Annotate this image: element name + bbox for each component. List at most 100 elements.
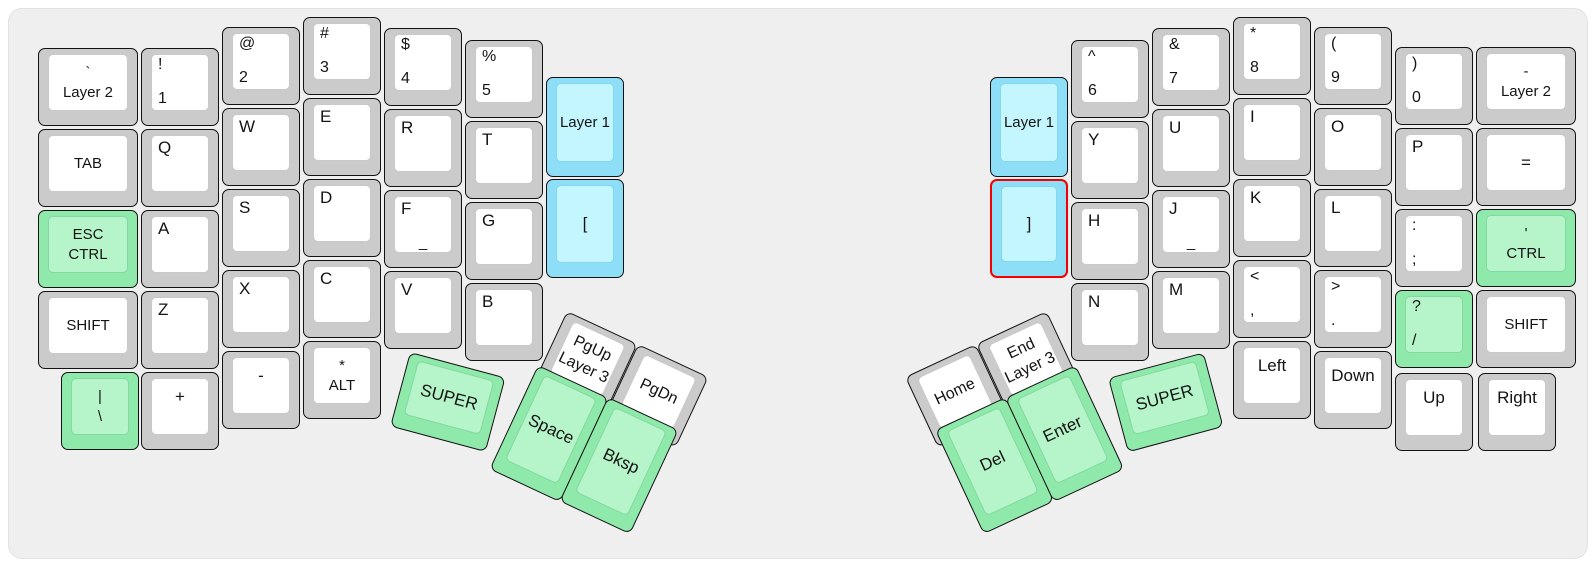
key-b[interactable]: B	[465, 283, 543, 361]
key-r[interactable]: R	[384, 109, 462, 187]
key-c-cap: C	[313, 266, 371, 323]
key-v-label-0: V	[401, 280, 413, 299]
key-4-label-1: 4	[401, 70, 410, 88]
key-i-cap: I	[1243, 104, 1301, 161]
key-5[interactable]: %5	[465, 40, 543, 118]
key-super-left[interactable]: SUPER	[390, 352, 506, 452]
key-f[interactable]: F_	[384, 190, 462, 268]
key-v[interactable]: V	[384, 271, 462, 349]
key-m-label-0: M	[1169, 280, 1184, 299]
key-tab-label-0: TAB	[73, 155, 103, 172]
key-pipe-backslash[interactable]: |\	[61, 372, 139, 450]
key-e[interactable]: E	[303, 98, 381, 176]
key-9-cap: (9	[1324, 33, 1382, 90]
key-plus[interactable]: +	[141, 372, 219, 450]
key-esc-ctrl-label-1: CTRL	[68, 245, 108, 263]
key-shift-left[interactable]: SHIFT	[38, 291, 138, 369]
key-z[interactable]: Z	[141, 291, 219, 369]
key-arrow-right[interactable]: Right	[1478, 373, 1556, 451]
key-space-label-0: Space	[525, 410, 578, 448]
key-o[interactable]: O	[1314, 108, 1392, 186]
key-5-label-1: 5	[482, 82, 491, 100]
key-g-label-0: G	[482, 211, 496, 230]
key-j[interactable]: J_	[1152, 190, 1230, 268]
key-6-label-1: 6	[1088, 82, 1097, 100]
key-2-label-1: 2	[239, 69, 248, 87]
key-7-label-1: 7	[1169, 70, 1178, 88]
key-m[interactable]: M	[1152, 271, 1230, 349]
key-arrow-down[interactable]: Down	[1314, 351, 1392, 429]
key-v-cap: V	[394, 277, 452, 334]
key-layer1-left-label-0: Layer 1	[559, 114, 611, 131]
key-super-right[interactable]: SUPER	[1108, 352, 1224, 453]
key-7-label-0: &	[1169, 36, 1180, 53]
key-h[interactable]: H	[1071, 202, 1149, 280]
key-left-bracket[interactable]: [	[546, 179, 624, 278]
key-minus-layer2[interactable]: -Layer 2	[1476, 47, 1576, 125]
key-grave-layer2-label-0: `	[85, 64, 91, 81]
key-arrow-left[interactable]: Left	[1233, 341, 1311, 419]
key-w[interactable]: W	[222, 108, 300, 186]
key-3-cap: #3	[313, 23, 371, 80]
key-1[interactable]: !1	[141, 48, 219, 126]
key-equals[interactable]: =	[1476, 128, 1576, 206]
key-2-cap: @2	[232, 33, 290, 90]
key-x[interactable]: X	[222, 270, 300, 348]
key-layer1-left[interactable]: Layer 1	[546, 77, 624, 177]
key-right-bracket[interactable]: ]	[990, 179, 1068, 278]
key-quote-ctrl[interactable]: 'CTRL	[1476, 209, 1576, 287]
key-grave-layer2-cap: `Layer 2	[48, 54, 128, 111]
key-7-cap: &7	[1162, 34, 1220, 91]
key-left-bracket-label-0: [	[582, 214, 588, 233]
key-minus[interactable]: -	[222, 351, 300, 429]
key-y[interactable]: Y	[1071, 121, 1149, 199]
key-enter-label-0: Enter	[1040, 411, 1085, 447]
key-k[interactable]: K	[1233, 179, 1311, 257]
key-plus-cap: +	[151, 378, 209, 435]
key-arrow-down-cap: Down	[1324, 357, 1382, 414]
key-arrow-up[interactable]: Up	[1395, 373, 1473, 451]
key-period[interactable]: >.	[1314, 270, 1392, 348]
key-a-label-0: A	[158, 219, 170, 238]
key-g[interactable]: G	[465, 202, 543, 280]
key-l[interactable]: L	[1314, 189, 1392, 267]
key-s[interactable]: S	[222, 189, 300, 267]
key-q[interactable]: Q	[141, 129, 219, 207]
key-e-cap: E	[313, 104, 371, 161]
key-i[interactable]: I	[1233, 98, 1311, 176]
key-7[interactable]: &7	[1152, 28, 1230, 106]
key-period-label-1: .	[1331, 312, 1336, 330]
key-6[interactable]: ^6	[1071, 40, 1149, 118]
key-d[interactable]: D	[303, 179, 381, 257]
key-arrow-left-label-0: Left	[1257, 356, 1287, 375]
key-shift-right[interactable]: SHIFT	[1476, 290, 1576, 368]
key-u[interactable]: U	[1152, 109, 1230, 187]
key-arrow-down-label-0: Down	[1331, 366, 1375, 385]
key-8-label-0: *	[1250, 25, 1257, 42]
key-minus-layer2-label-0: -	[1523, 63, 1529, 80]
key-a[interactable]: A	[141, 210, 219, 288]
key-slash[interactable]: ?/	[1395, 290, 1473, 368]
key-x-label-0: X	[239, 279, 251, 298]
key-grave-layer2[interactable]: `Layer 2	[38, 48, 138, 126]
key-layer1-right[interactable]: Layer 1	[990, 77, 1068, 177]
key-0[interactable]: )0	[1395, 47, 1473, 125]
key-tab[interactable]: TAB	[38, 129, 138, 207]
key-t[interactable]: T	[465, 121, 543, 199]
key-n[interactable]: N	[1071, 283, 1149, 361]
key-star-alt[interactable]: *ALT	[303, 341, 381, 419]
key-3[interactable]: #3	[303, 17, 381, 95]
key-9[interactable]: (9	[1314, 27, 1392, 105]
key-c[interactable]: C	[303, 260, 381, 338]
key-comma[interactable]: <,	[1233, 260, 1311, 338]
key-5-cap: %5	[475, 46, 533, 103]
key-p[interactable]: P	[1395, 128, 1473, 206]
key-semicolon[interactable]: :;	[1395, 209, 1473, 287]
key-4[interactable]: $4	[384, 28, 462, 106]
key-b-label-0: B	[482, 292, 494, 311]
key-p-cap: P	[1405, 134, 1463, 191]
key-o-cap: O	[1324, 114, 1382, 171]
key-8[interactable]: *8	[1233, 17, 1311, 95]
key-2[interactable]: @2	[222, 27, 300, 105]
